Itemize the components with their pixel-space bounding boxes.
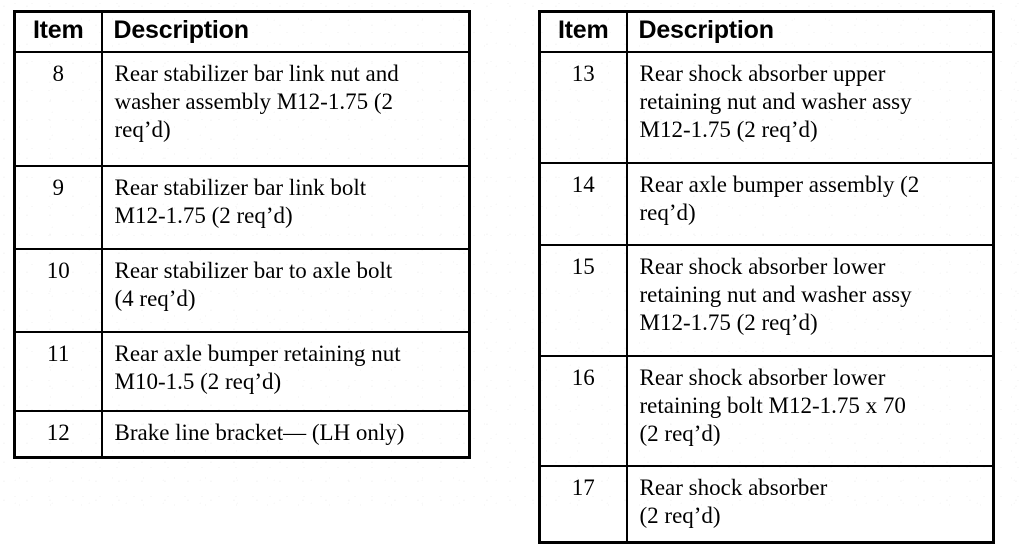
header-row: Item Description: [538, 10, 995, 53]
item-number: 15: [538, 244, 628, 357]
item-description: Rear shock absorber lower retaining nut …: [625, 244, 995, 357]
item-number: 11: [13, 331, 103, 412]
column-header-item: Item: [538, 10, 628, 53]
table-row: 17 Rear shock absorber (2 req’d): [538, 465, 995, 544]
item-description: Rear stabilizer bar link bolt M12-1.75 (…: [100, 165, 471, 250]
item-number: 9: [13, 165, 103, 250]
table-header-left: Item Description: [13, 10, 471, 53]
header-row: Item Description: [13, 10, 471, 53]
item-description: Rear shock absorber (2 req’d): [625, 465, 995, 544]
column-header-item: Item: [13, 10, 103, 53]
column-header-description: Description: [625, 10, 995, 53]
item-description: Brake line bracket— (LH only): [100, 410, 471, 459]
item-number: 10: [13, 248, 103, 333]
item-number: 16: [538, 355, 628, 467]
table-row: 15 Rear shock absorber lower retaining n…: [538, 244, 995, 357]
item-number: 8: [13, 51, 103, 167]
item-description: Rear stabilizer bar link nut and washer …: [100, 51, 471, 167]
table-body-right: 13 Rear shock absorber upper retaining n…: [538, 51, 995, 544]
table-row: 16 Rear shock absorber lower retaining b…: [538, 355, 995, 467]
table-body-left: 8 Rear stabilizer bar link nut and washe…: [13, 51, 471, 459]
table-row: 11 Rear axle bumper retaining nut M10-1.…: [13, 331, 471, 412]
item-number: 13: [538, 51, 628, 164]
table-row: 10 Rear stabilizer bar to axle bolt (4 r…: [13, 248, 471, 333]
item-description: Rear axle bumper retaining nut M10-1.5 (…: [100, 331, 471, 412]
item-description: Rear shock absorber lower retaining bolt…: [625, 355, 995, 467]
item-description: Rear stabilizer bar to axle bolt (4 req’…: [100, 248, 471, 333]
table-row: 12 Brake line bracket— (LH only): [13, 410, 471, 459]
table-row: 8 Rear stabilizer bar link nut and washe…: [13, 51, 471, 167]
item-number: 12: [13, 410, 103, 459]
parts-table-left: Item Description 8 Rear stabilizer bar l…: [13, 10, 471, 459]
item-description: Rear axle bumper assembly (2 req’d): [625, 162, 995, 246]
table-header-right: Item Description: [538, 10, 995, 53]
column-header-description: Description: [100, 10, 471, 53]
item-number: 14: [538, 162, 628, 246]
table-row: 14 Rear axle bumper assembly (2 req’d): [538, 162, 995, 246]
item-description: Rear shock absorber upper retaining nut …: [625, 51, 995, 164]
table-row: 9 Rear stabilizer bar link bolt M12-1.75…: [13, 165, 471, 250]
item-number: 17: [538, 465, 628, 544]
parts-table-right: Item Description 13 Rear shock absorber …: [538, 10, 995, 544]
table-row: 13 Rear shock absorber upper retaining n…: [538, 51, 995, 164]
